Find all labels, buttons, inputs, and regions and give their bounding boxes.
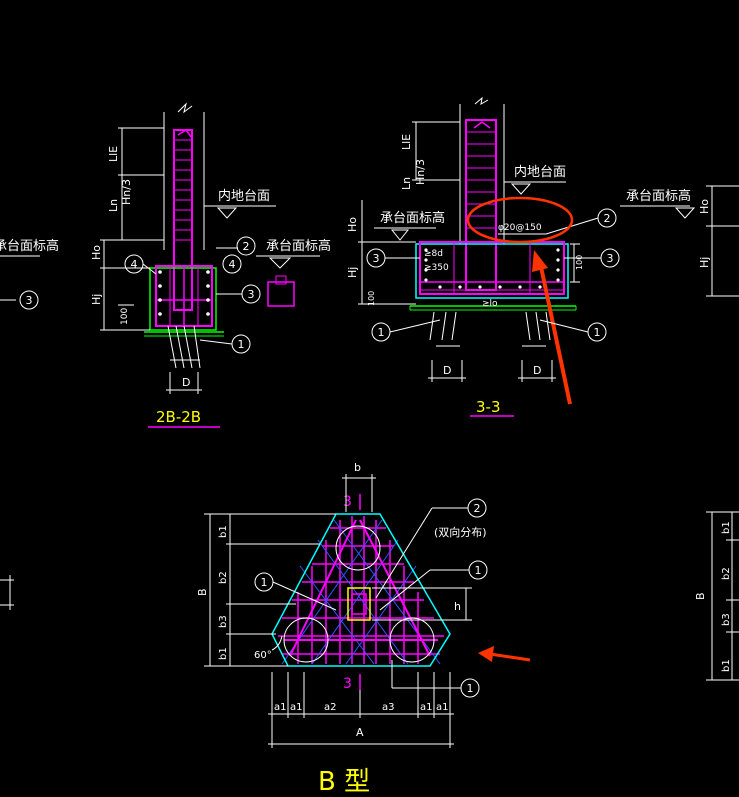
dim-b2: b2 — [218, 571, 229, 584]
2b-marker-2: 2 — [243, 240, 250, 253]
33-d-left: D — [443, 364, 451, 377]
right-dim-b3: b3 — [721, 613, 732, 626]
red-arrow-annotation-upper — [538, 261, 572, 405]
section-2b-2b: LlE Ln Hn/3 Ho Hj 100 D 内地台面 承台面标高 2 3 4… — [90, 102, 331, 428]
33-marker-1-right: 1 — [594, 326, 601, 339]
33-ln-dim: Ln — [400, 177, 413, 190]
2b-ln-dim: Ln — [107, 199, 120, 212]
section-2b-title: 2B-2B — [156, 408, 201, 426]
dim-a1-4: a1 — [436, 702, 449, 713]
cut-mark-3-bottom: 3 — [343, 676, 352, 692]
dim-a1-3: a1 — [420, 702, 433, 713]
33-lo-note: ≥lo — [482, 299, 498, 309]
2b-chengtai-label: 承台面标高 — [266, 238, 331, 254]
dim-b1-bottom: b1 — [218, 647, 229, 660]
plan-marker-1-bottom: 1 — [467, 682, 474, 695]
2b-hj-dim: Hj — [90, 294, 103, 305]
right-dim-b2: b2 — [721, 567, 732, 580]
33-350-note: ≥350 — [424, 263, 449, 273]
2b-marker-4-right: 4 — [229, 258, 236, 271]
right-ho-dim: Ho — [698, 199, 711, 214]
dim-b1-top: b1 — [218, 525, 229, 538]
33-ho-dim: Ho — [346, 217, 359, 232]
33-marker-3-left: 3 — [373, 252, 380, 265]
plan-marker-1-right: 1 — [475, 564, 482, 577]
right-hj-dim: Hj — [698, 257, 711, 268]
2b-lle-dim: LlE — [107, 146, 120, 162]
2b-100-dim: 100 — [120, 308, 130, 325]
dim-A: A — [356, 726, 364, 739]
2b-marker-3: 3 — [248, 288, 255, 301]
33-hj-dim: Hj — [346, 267, 359, 278]
red-circle-annotation — [466, 196, 574, 244]
right-edge-fragment-upper: 承台面标高 Ho Hj — [620, 185, 739, 297]
dim-b3: b3 — [218, 615, 229, 628]
33-8d-note: ≥8d — [424, 249, 443, 259]
dim-B-left: B — [196, 588, 209, 596]
cut-mark-3-top: 3 — [343, 494, 352, 510]
2b-neidi-label: 内地台面 — [218, 188, 270, 204]
right-edge-fragment-lower: B b1 b2 b3 b1 — [694, 511, 739, 681]
left-marker-3 — [19, 290, 39, 310]
33-chengtai-label: 承台面标高 — [380, 210, 445, 226]
dim-a2: a2 — [324, 702, 337, 713]
33-marker-1-left: 1 — [378, 326, 385, 339]
plan-bidirectional-note: (双向分布) — [434, 525, 487, 539]
dim-h: h — [454, 600, 461, 613]
plan-marker-1-left: 1 — [261, 576, 268, 589]
2b-d-dim: D — [182, 376, 190, 389]
left-marker-3-label: 3 — [26, 294, 33, 307]
b-type-plan: 3 3 b B b1 b2 b3 b1 60° h — [196, 461, 531, 797]
33-right-dim: 100 — [575, 255, 584, 270]
33-hn3-dim: Hn/3 — [414, 159, 427, 185]
plan-marker-2: 2 — [474, 502, 481, 515]
33-lle-dim: LlE — [400, 134, 413, 150]
33-rebar-note: φ20@150 — [498, 223, 542, 233]
33-marker-3-right: 3 — [607, 252, 614, 265]
b-type-title: B 型 — [318, 767, 370, 797]
right-dim-b1-bottom: b1 — [721, 659, 732, 672]
right-dim-B: B — [694, 592, 707, 600]
2b-marker-1: 1 — [238, 338, 245, 351]
dim-b-top: b — [354, 461, 361, 474]
2b-marker-4-left: 4 — [131, 258, 138, 271]
33-100-dim: 100 — [367, 291, 376, 306]
left-edge-fragment: 承台面标高 3 — [0, 238, 59, 610]
section-3-3: LlE Ln Hn/3 Ho Hj 100 ≥8d ≥350 ≥lo 100 D… — [346, 96, 620, 417]
dim-a3: a3 — [382, 702, 395, 713]
angle-60: 60° — [254, 650, 272, 661]
33-marker-2: 2 — [604, 212, 611, 225]
33-neidi-label: 内地台面 — [514, 164, 566, 180]
2b-hn3-dim: Hn/3 — [120, 179, 133, 205]
right-dim-b1-top: b1 — [721, 521, 732, 534]
dim-a1-1: a1 — [274, 702, 287, 713]
left-chengtai-label: 承台面标高 — [0, 238, 59, 254]
dim-a1-2: a1 — [290, 702, 303, 713]
2b-ho-dim: Ho — [90, 245, 103, 260]
right-chengtai-label: 承台面标高 — [626, 188, 691, 204]
33-d-right: D — [533, 364, 541, 377]
section-33-title: 3-3 — [476, 398, 501, 416]
red-arrow-annotation-lower — [489, 652, 531, 662]
